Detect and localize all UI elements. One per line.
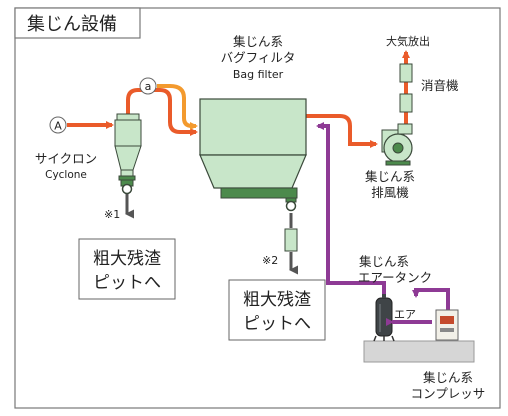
silencer-label: 消音機	[421, 78, 459, 93]
filter-to-fan-flow	[306, 114, 378, 148]
cyclone-label-en: Cyclone	[45, 169, 87, 181]
residue-2-line1: 粗大残渣	[243, 290, 311, 310]
link-marker-label: a	[145, 80, 152, 93]
link-marker-circle	[139, 77, 157, 95]
residue-2-box	[228, 279, 326, 341]
bag-filter-label-jp-1: 集じん系	[233, 34, 283, 49]
compressor-label-1: 集じん系	[423, 370, 473, 385]
residue-1-box	[78, 238, 176, 300]
air-label: エア	[394, 308, 416, 321]
cyclone-label-jp: サイクロン	[35, 151, 97, 166]
silencer-lower	[399, 93, 413, 113]
tank-to-filter-air	[316, 122, 386, 296]
silencer-upper	[399, 63, 413, 83]
compressor-label-2: コンプレッサ	[411, 386, 486, 401]
inlet-marker-label: A	[54, 120, 62, 133]
equipment-base	[363, 340, 475, 363]
cyclone	[114, 113, 142, 195]
air-tank	[373, 294, 395, 342]
residue-2-note: ※2	[262, 254, 278, 267]
exhaust-fan-label-1: 集じん系	[365, 169, 415, 184]
compressor	[435, 309, 459, 341]
exhaust-fan	[381, 123, 413, 166]
residue-1-line1: 粗大残渣	[93, 249, 161, 269]
air-tank-label-2: エアータンク	[358, 270, 432, 285]
outer-frame	[14, 7, 501, 409]
page-title: 集じん設備	[27, 14, 117, 35]
air-tank-label-1: 集じん系	[359, 254, 409, 269]
bag-filter	[199, 98, 307, 212]
atmosphere-label: 大気放出	[386, 34, 430, 48]
compressor-to-tank-air	[412, 288, 450, 310]
residue-1-line2: ピットへ	[93, 273, 161, 293]
residue-1-note: ※1	[104, 208, 120, 221]
title-box	[14, 7, 141, 39]
residue-2-line2: ピットへ	[243, 314, 311, 334]
cyclone-to-filter-flow	[126, 88, 198, 136]
bag-filter-label-jp-2: バグフィルタ	[221, 50, 296, 65]
exhaust-fan-label-2: 排風機	[371, 185, 409, 200]
link-a-flow	[157, 84, 198, 130]
bag-filter-label-en: Bag filter	[233, 68, 284, 81]
inlet-marker-circle	[49, 116, 67, 134]
filter-drop-valve	[284, 228, 298, 252]
